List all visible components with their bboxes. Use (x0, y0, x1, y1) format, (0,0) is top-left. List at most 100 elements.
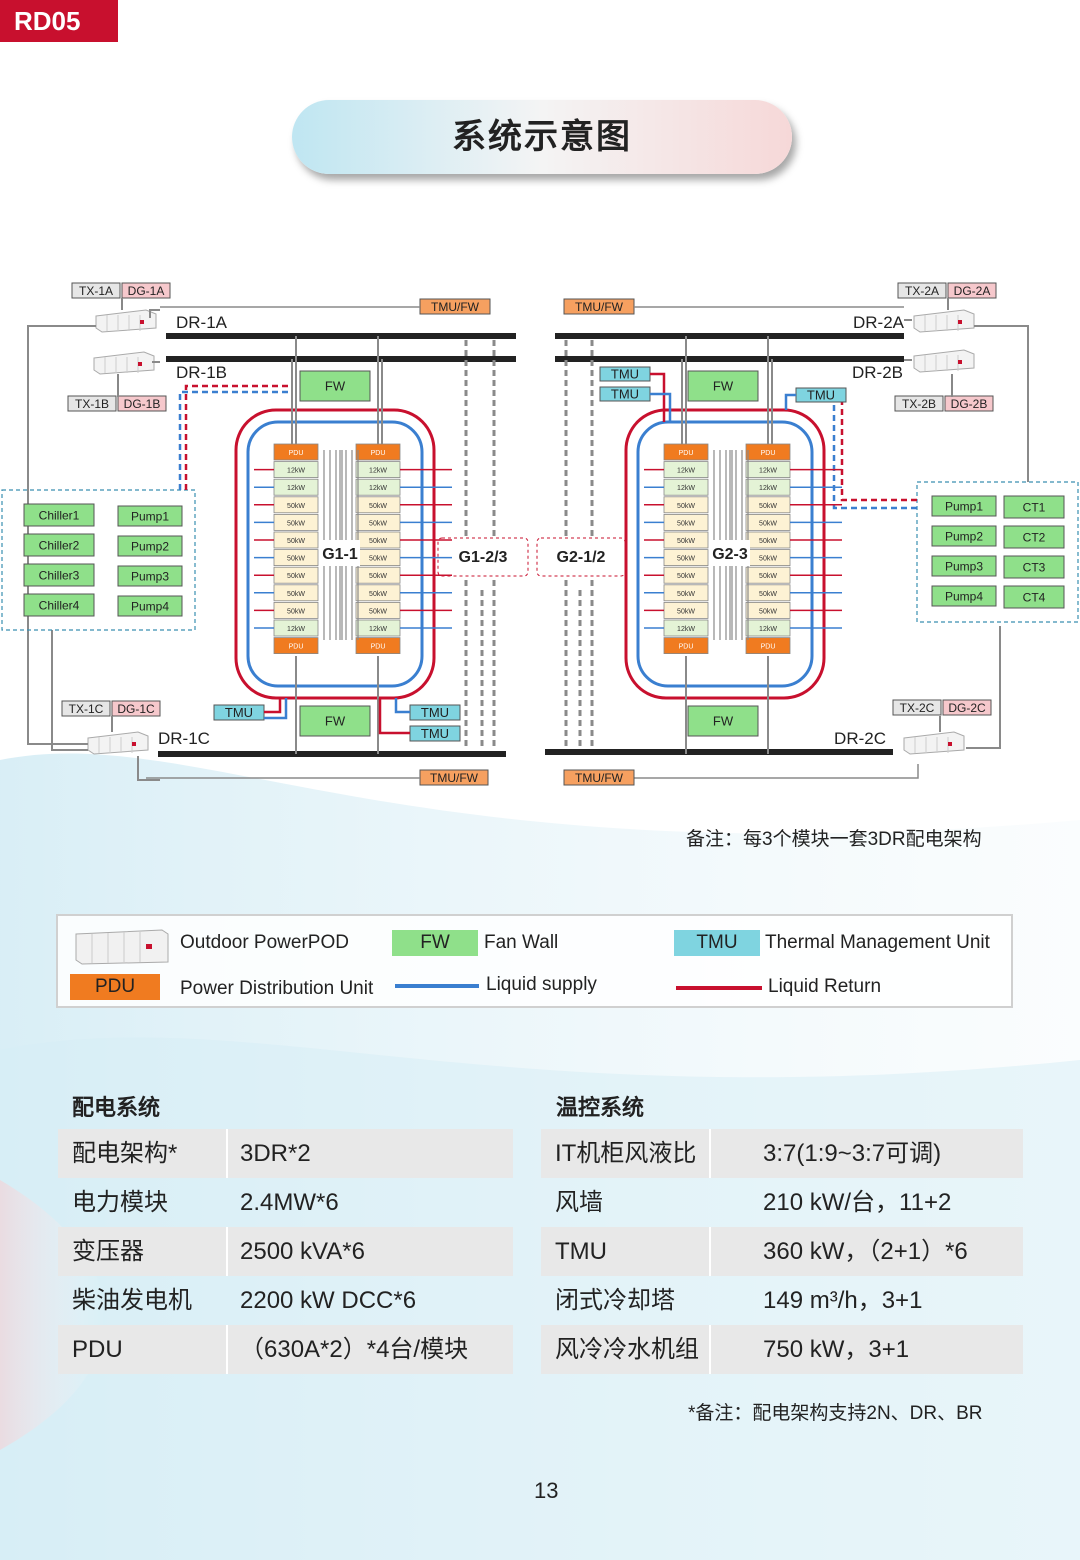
connector-line (394, 698, 410, 714)
group-label: G2-1/2 (557, 549, 606, 566)
rack-unit-label: 50kW (369, 573, 387, 580)
right-b-tx-box-label: TX-2B (902, 397, 936, 411)
rack-unit-label: 50kW (287, 556, 305, 563)
power-table-value: （630A*2）*4台/模块 (240, 1336, 469, 1363)
fw-box-right-top (687, 370, 759, 402)
left-a-dg-box-label: DG-1A (128, 284, 165, 298)
ct-box (1003, 495, 1065, 519)
left-powerpod-a (95, 309, 157, 333)
left-powerpod-b (93, 351, 155, 375)
ct-box-label: CT2 (1023, 531, 1046, 545)
left-b-tx-box (67, 395, 117, 412)
thermal-table-key: 闭式冷却塔 (555, 1287, 675, 1314)
connector-line (264, 698, 288, 720)
bus-label: DR-1A (176, 313, 228, 332)
ct-box (1003, 555, 1065, 579)
ct-box-label: CT3 (1023, 561, 1046, 575)
supply-loop (636, 420, 814, 688)
legend-supply-line (395, 984, 479, 988)
tmu-box-left-label: TMU (421, 726, 449, 741)
rack-unit-label: 50kW (759, 591, 777, 598)
legend-pdu-box: PDU (70, 974, 160, 1000)
rack-unit-label: 50kW (287, 591, 305, 598)
ct-box (1003, 585, 1065, 609)
chiller-box-label: Chiller2 (39, 539, 80, 553)
tmu-box-left-label: TMU (421, 705, 449, 720)
thermal-table-value: 3:7(1:9~3:7可调) (763, 1140, 942, 1167)
power-table-row: 配电架构*3DR*2 (58, 1129, 513, 1178)
power-table-key: PDU (72, 1336, 123, 1363)
rack-unit-label: 50kW (369, 538, 387, 545)
right-plant-panel (916, 481, 1079, 623)
rack-unit-label: PDU (761, 450, 776, 457)
legend-supply-label: Liquid supply (486, 974, 597, 995)
right-c-tx-box-label: TX-2C (900, 701, 935, 715)
thermal-table-row: TMU 360 kW，（2+1）*6 (541, 1227, 1023, 1276)
left-c-tx-box (61, 700, 111, 717)
rack-unit-label: 50kW (677, 556, 695, 563)
thermal-table-key: TMU (555, 1238, 607, 1265)
power-table-value: 2200 kW DCC*6 (240, 1287, 417, 1314)
tmu-fw-box-bottom-right (563, 769, 635, 786)
thermal-table-value: 360 kW，（2+1）*6 (763, 1238, 968, 1265)
module-label: G2-3 (712, 546, 748, 563)
rack-unit-label: 50kW (759, 520, 777, 527)
return-loop (624, 408, 826, 700)
rack-unit-label: 12kW (759, 626, 777, 633)
pump-box (931, 495, 997, 517)
right-a-tx-box (897, 282, 947, 299)
rack-unit-label: 50kW (369, 556, 387, 563)
left-a-tx-box-label: TX-1A (79, 284, 113, 298)
rack-unit-label: 50kW (287, 573, 305, 580)
ct-box-label: CT1 (1023, 501, 1046, 515)
thermal-table-value: 750 kW，3+1 (763, 1336, 910, 1363)
legend-tmu-box: TMU (674, 930, 760, 956)
tmu-fw-box-top-right-label: TMU/FW (575, 300, 624, 314)
right-c-dg-box (942, 699, 992, 716)
supply-line-dashed (832, 402, 917, 510)
rack-unit-label: 50kW (759, 573, 777, 580)
rack-unit-label: PDU (679, 450, 694, 457)
tmu-box-left-label: TMU (225, 705, 253, 720)
right-c-tx-box (892, 699, 942, 716)
group-box (536, 537, 626, 577)
pump-box-label: Pump4 (945, 590, 983, 604)
connector-line (264, 698, 282, 714)
left-b-dg-box-label: DG-1B (124, 397, 161, 411)
power-table-title: 配电系统 (72, 1095, 161, 1120)
module-label: G1-1 (322, 546, 358, 563)
rack-unit-label: 50kW (369, 520, 387, 527)
rack-unit-label: PDU (289, 450, 304, 457)
pump-box (117, 595, 183, 617)
thermal-table-key: IT机柜风液比 (555, 1140, 697, 1167)
rack-unit-label: 50kW (677, 608, 695, 615)
rack-unit (355, 637, 401, 655)
tmu-box-right-label: TMU (611, 387, 639, 402)
return-line-dashed (184, 384, 288, 490)
pump-box (931, 555, 997, 577)
chiller-box-label: Chiller3 (39, 569, 80, 583)
fw-box-left-top-label: FW (325, 379, 346, 394)
power-table-value: 2.4MW*6 (240, 1189, 339, 1216)
pump-box-label: Pump2 (131, 540, 169, 554)
rack-unit-label: PDU (679, 644, 694, 651)
bus-label: DR-2A (853, 313, 905, 332)
rack-unit-label: PDU (371, 644, 386, 651)
left-b-tx-box-label: TX-1B (75, 397, 109, 411)
pump-box-label: Pump2 (945, 530, 983, 544)
supply-loop (246, 420, 424, 688)
pump-box (117, 505, 183, 527)
legend: Outdoor PowerPOD FW Fan Wall TMU Thermal… (56, 914, 1013, 1008)
connector-line (632, 764, 919, 779)
left-b-dg-box (117, 395, 167, 412)
connector-line (966, 626, 1001, 749)
legend-fw-box: FW (392, 930, 478, 956)
connector-line (650, 392, 672, 422)
pump-box (117, 565, 183, 587)
